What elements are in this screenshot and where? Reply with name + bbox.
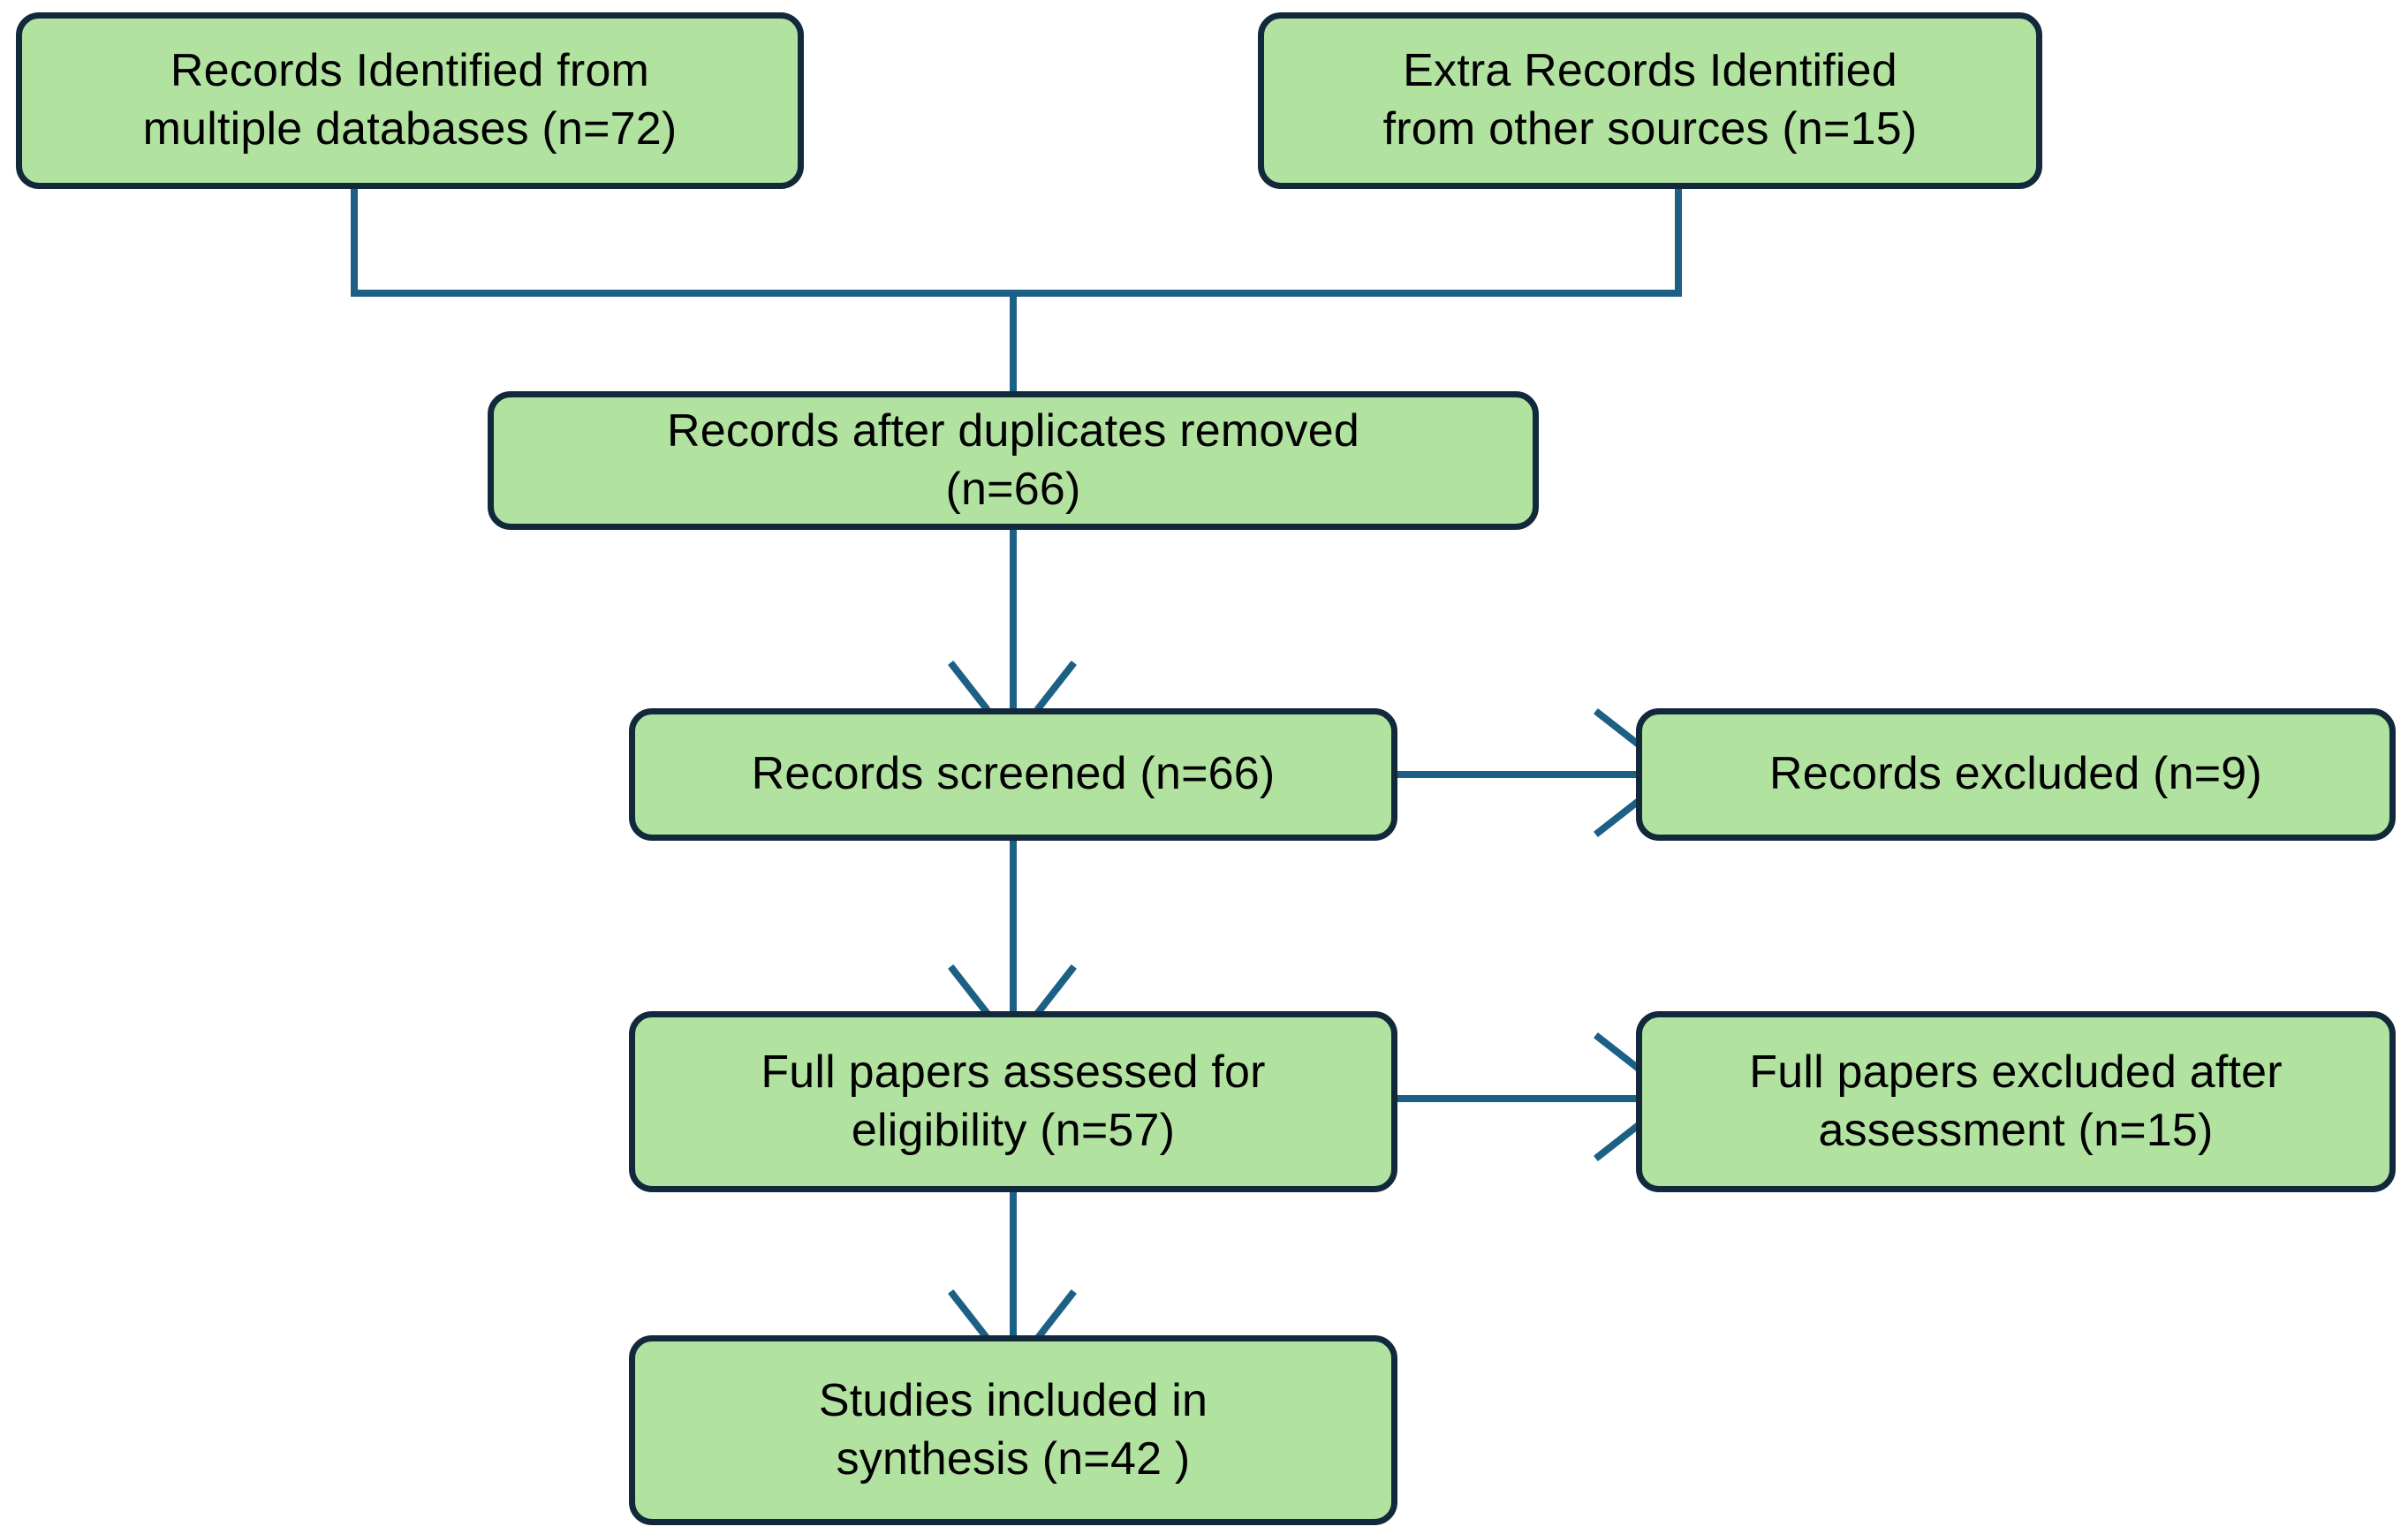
node-records-identified[interactable]: Records Identified from multiple databas… — [16, 12, 804, 189]
connector-extra-stem — [1675, 189, 1682, 297]
arrow-right-icon — [1583, 707, 1646, 838]
arrow-right-icon — [1583, 1031, 1646, 1162]
node-records-screened-label: Records screened (n=66) — [751, 748, 1276, 800]
node-records-after-duplicates-removed[interactable]: Records after duplicates removed (n=66) — [488, 391, 1539, 530]
node-full-papers-excluded-label: Full papers excluded after assessment (n… — [1749, 1046, 2283, 1156]
connector-screened-to-excluded — [1397, 771, 1643, 778]
arrow-down-icon — [947, 1279, 1078, 1341]
arrow-down-icon — [947, 650, 1078, 713]
node-full-papers-assessed[interactable]: Full papers assessed for eligibility (n=… — [629, 1011, 1397, 1192]
node-records-identified-label: Records Identified from multiple databas… — [142, 45, 678, 155]
node-records-screened[interactable]: Records screened (n=66) — [629, 708, 1397, 841]
node-extra-records-identified-label: Extra Records Identified from other sour… — [1382, 45, 1918, 155]
connector-duplicates-to-screened — [1010, 530, 1017, 712]
connector-fulltext-to-included — [1010, 1192, 1017, 1339]
node-records-excluded[interactable]: Records excluded (n=9) — [1636, 708, 2396, 841]
connector-merge-drop — [1010, 290, 1017, 397]
node-full-papers-assessed-label: Full papers assessed for eligibility (n=… — [761, 1046, 1266, 1156]
node-studies-included[interactable]: Studies included in synthesis (n=42 ) — [629, 1335, 1397, 1525]
connector-fulltext-to-excluded — [1397, 1095, 1643, 1102]
node-full-papers-excluded[interactable]: Full papers excluded after assessment (n… — [1636, 1011, 2396, 1192]
connector-identified-stem — [351, 189, 358, 297]
node-extra-records-identified[interactable]: Extra Records Identified from other sour… — [1258, 12, 2042, 189]
arrow-down-icon — [947, 954, 1078, 1016]
node-records-after-duplicates-removed-label: Records after duplicates removed (n=66) — [667, 404, 1359, 515]
node-studies-included-label: Studies included in synthesis (n=42 ) — [818, 1374, 1208, 1485]
node-records-excluded-label: Records excluded (n=9) — [1769, 748, 2262, 800]
connector-screened-to-fulltext — [1010, 841, 1017, 1014]
